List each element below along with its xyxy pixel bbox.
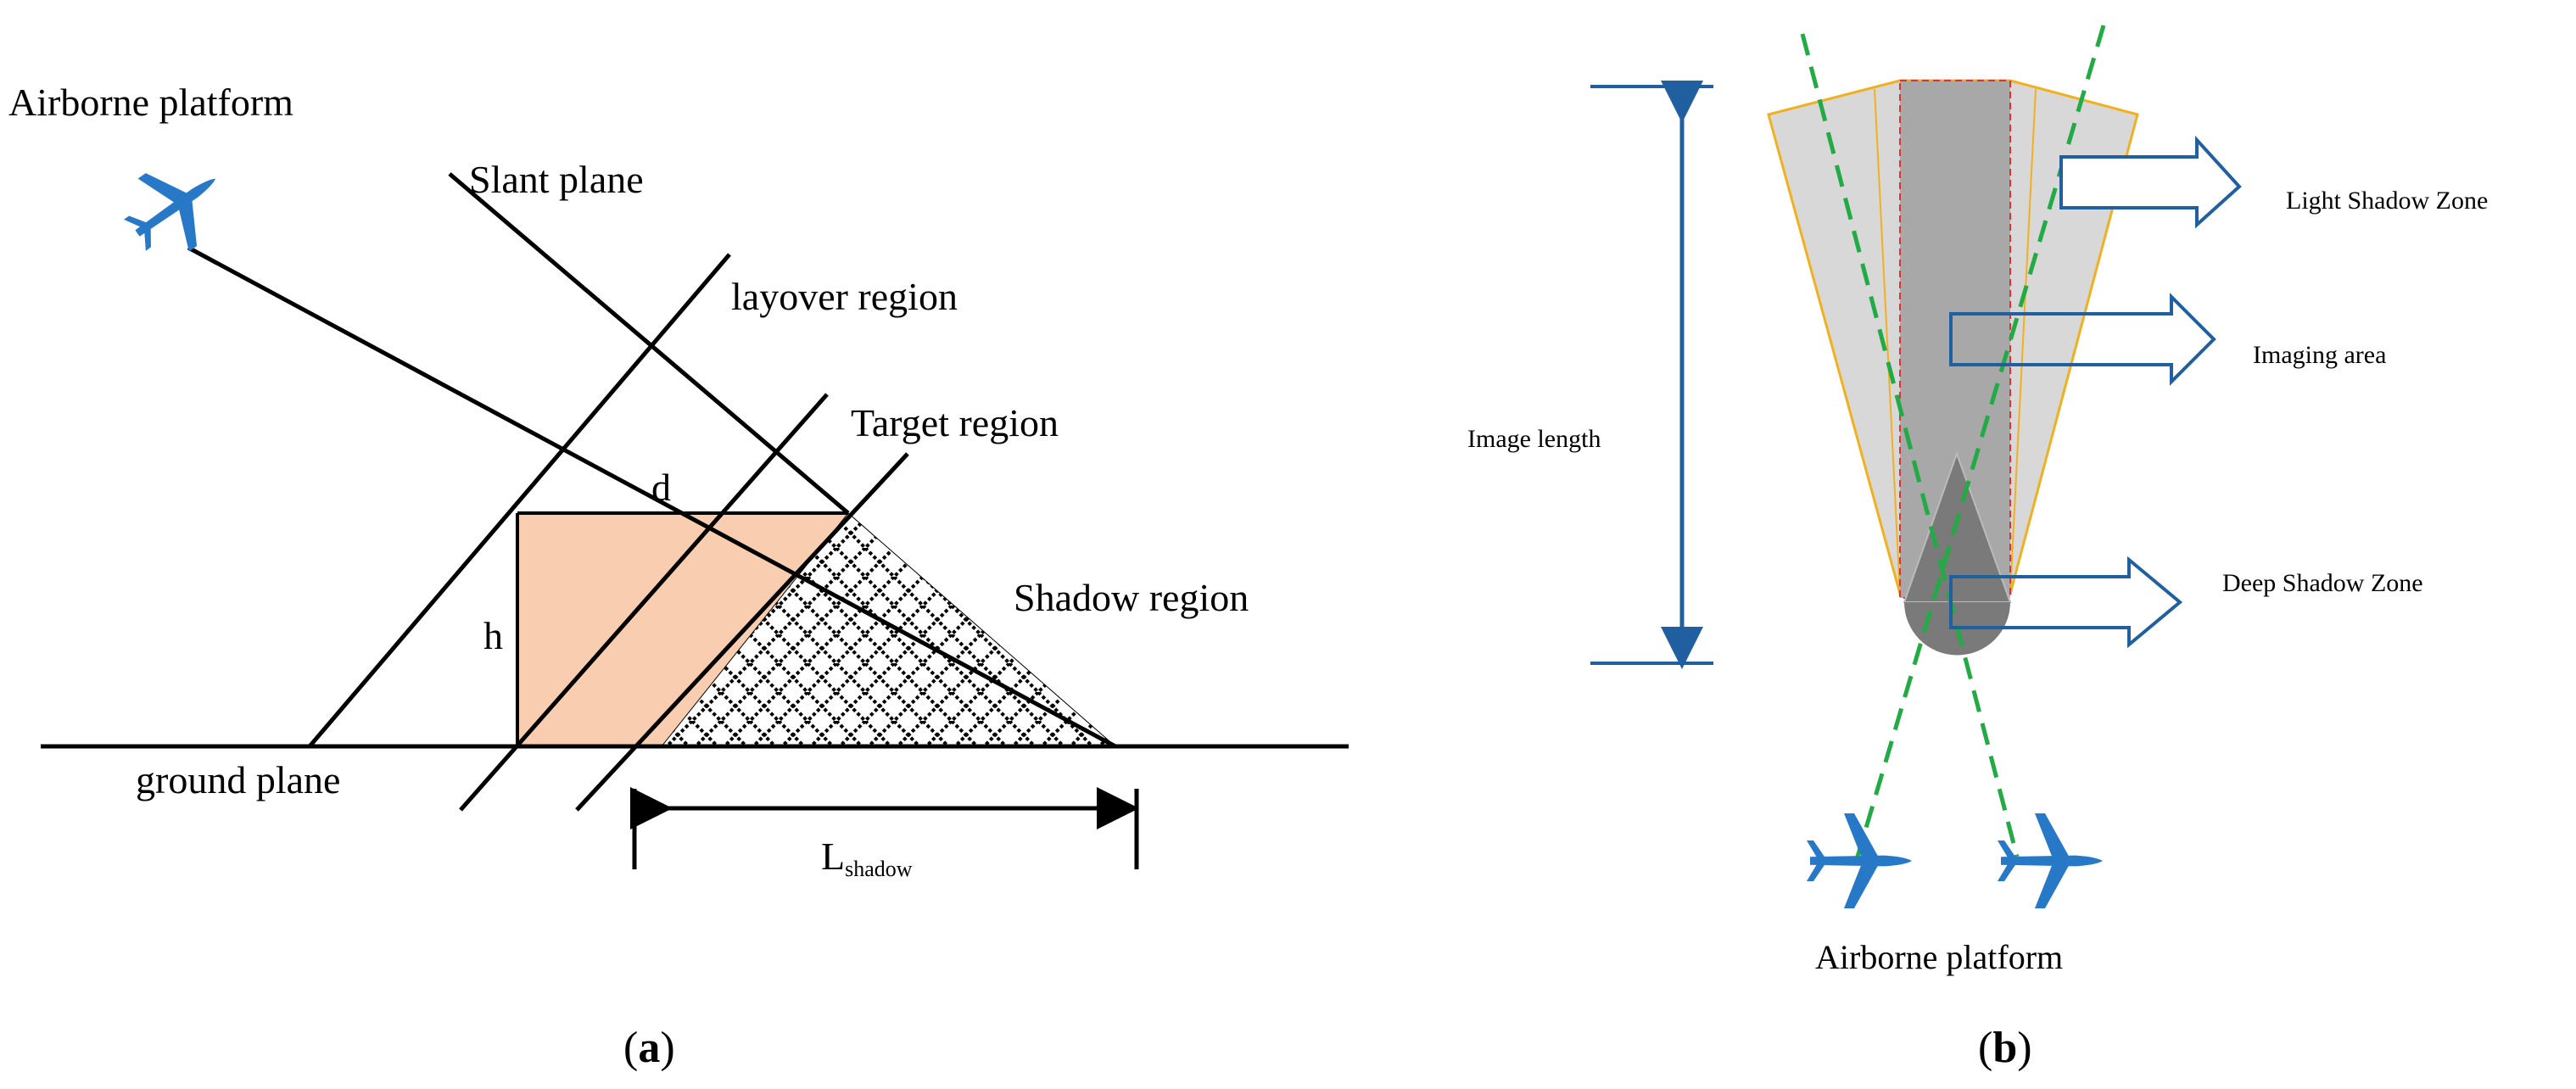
deep-shadow-label: Deep Shadow Zone <box>2222 569 2423 597</box>
ground-label: ground plane <box>136 758 340 801</box>
imaging-area-label: Imaging area <box>2253 341 2386 369</box>
light-shadow-label: Light Shadow Zone <box>2286 187 2488 215</box>
caption-a-letter: a <box>638 1024 660 1072</box>
fan-left-divider <box>1874 88 1901 595</box>
sight-line-left <box>1800 33 2020 857</box>
layover-label: layover region <box>731 275 958 318</box>
caption-b-letter: b <box>1992 1024 2017 1072</box>
panel-b: Light Shadow Zone Imaging area Image len… <box>1467 25 2488 1072</box>
layover-line-2 <box>459 393 829 812</box>
l-shadow-main: L <box>821 835 845 878</box>
airplane-icon <box>1998 813 2103 908</box>
target-line <box>575 452 909 812</box>
h-label: h <box>483 614 503 657</box>
d-label: d <box>651 466 671 509</box>
airplane-icon <box>1807 813 1912 908</box>
platform-label: Airborne platform <box>8 81 293 124</box>
caption-a: (a) <box>623 1024 675 1072</box>
airplane-icon <box>109 142 242 272</box>
slant-plane-label: Slant plane <box>469 158 644 201</box>
caption-b: (b) <box>1978 1024 2032 1072</box>
slant-plane-line <box>448 172 850 515</box>
l-shadow-label: Lshadow <box>821 835 913 881</box>
deep-shadow-arrow <box>1949 556 2183 649</box>
fan-right-divider <box>2009 88 2037 595</box>
platform-label-b: Airborne platform <box>1815 938 2063 976</box>
image-length-label: Image length <box>1467 425 1601 453</box>
sight-line <box>187 245 1117 749</box>
layover-line-1 <box>308 253 731 748</box>
imaging-area-arrow <box>1949 293 2216 386</box>
shadow-label: Shadow region <box>1014 576 1249 619</box>
panel-a: Airborne platform Slant plane layover re… <box>8 81 1349 1072</box>
l-shadow-sub: shadow <box>845 857 913 881</box>
light-shadow-arrow <box>2059 135 2242 229</box>
target-label: Target region <box>851 401 1059 444</box>
